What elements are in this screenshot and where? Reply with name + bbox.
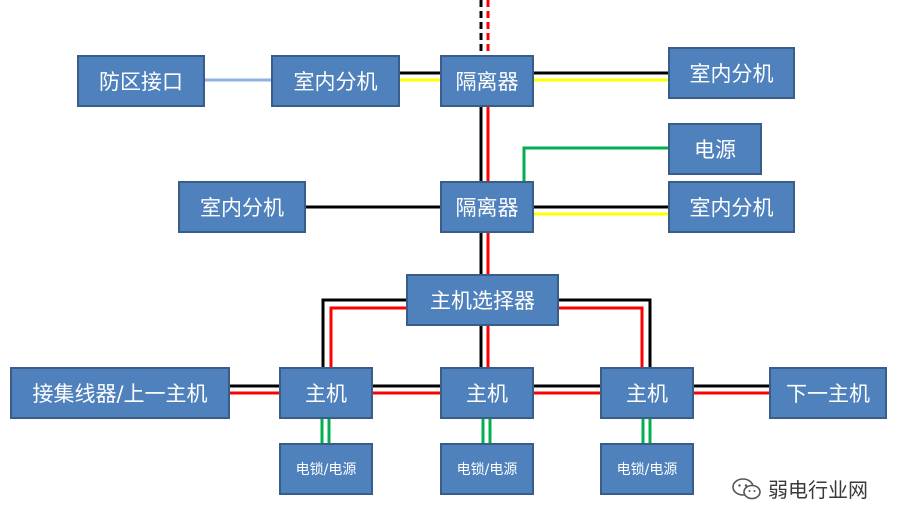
isolator-box: 隔离器 bbox=[440, 55, 534, 107]
watermark: 弱电行业网 bbox=[732, 474, 868, 503]
lock-power-box: 电锁/电源 bbox=[440, 443, 534, 495]
isolator-box: 隔离器 bbox=[440, 181, 534, 233]
wire-black bbox=[559, 298, 652, 367]
lock-power-box: 电锁/电源 bbox=[279, 443, 373, 495]
wechat-icon bbox=[732, 477, 761, 499]
indoor-unit-box: 室内分机 bbox=[178, 181, 306, 233]
host-selector-box: 主机选择器 bbox=[406, 274, 559, 326]
indoor-unit-box: 室内分机 bbox=[668, 47, 795, 99]
host-box: 主机 bbox=[600, 367, 694, 419]
watermark-text: 弱电行业网 bbox=[768, 478, 868, 502]
wire-red bbox=[329, 306, 406, 367]
next-host-box: 下一主机 bbox=[769, 367, 887, 419]
indoor-unit-box: 室内分机 bbox=[271, 55, 400, 107]
host-box: 主机 bbox=[440, 367, 534, 419]
concentrator-prev-host-box: 接集线器/上一主机 bbox=[10, 367, 230, 419]
host-box: 主机 bbox=[279, 367, 373, 419]
wire-black bbox=[321, 298, 406, 367]
power-box: 电源 bbox=[668, 123, 762, 175]
zone-interface-box: 防区接口 bbox=[77, 55, 205, 107]
indoor-unit-box: 室内分机 bbox=[668, 181, 795, 233]
lock-power-box: 电锁/电源 bbox=[600, 443, 694, 495]
wire-red bbox=[559, 306, 644, 367]
wire-green bbox=[522, 146, 668, 181]
